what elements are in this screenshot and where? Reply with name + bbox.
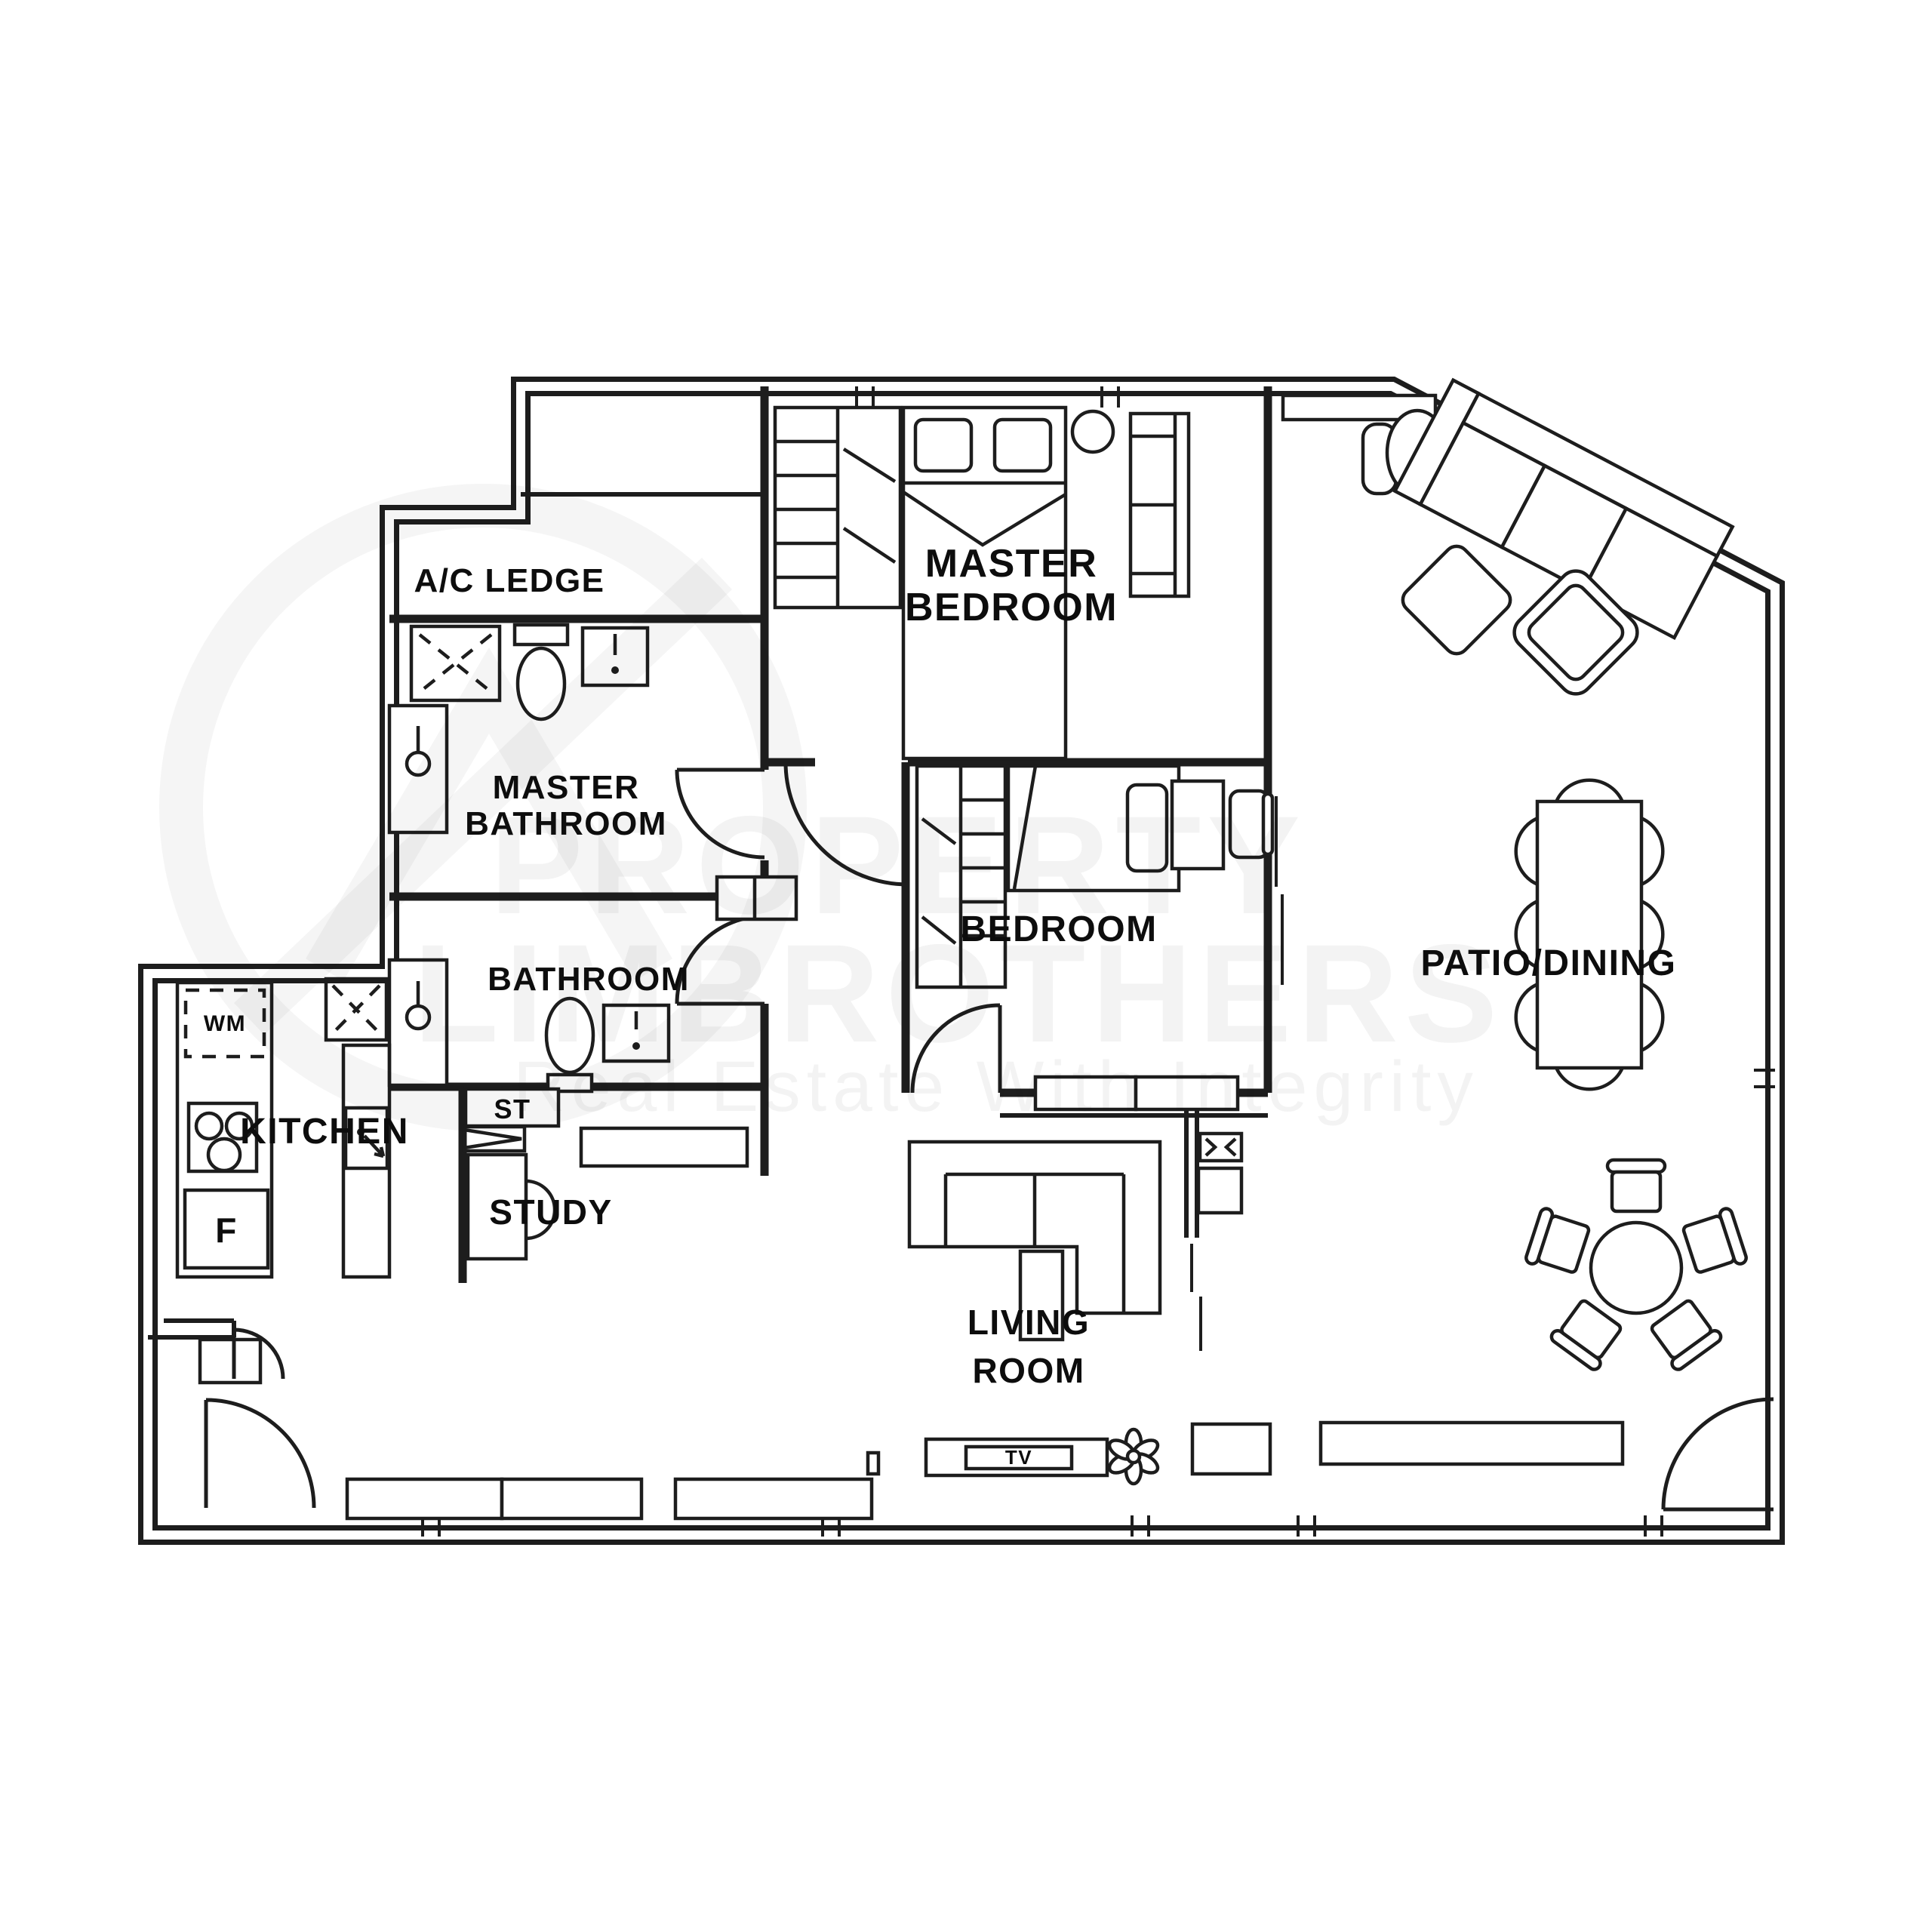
desk bbox=[1170, 779, 1226, 871]
ottoman bbox=[1401, 544, 1512, 656]
room-label-patio-dining: PATIO/DINING bbox=[1421, 943, 1677, 983]
dining-chairs-left bbox=[1514, 814, 1542, 1054]
watermark-logo-circle bbox=[159, 484, 807, 1131]
cabinet bbox=[1196, 1166, 1244, 1215]
tv-screen bbox=[964, 1444, 1074, 1471]
room-label-master-bedroom-1: MASTER bbox=[925, 542, 1098, 586]
study-desk bbox=[466, 1152, 528, 1261]
label-tv: TV bbox=[1005, 1446, 1032, 1469]
watermark-logo-peak bbox=[306, 647, 672, 981]
entry-step bbox=[198, 1337, 263, 1385]
basin bbox=[601, 1003, 671, 1063]
room-label-kitchen: KITCHEN bbox=[240, 1112, 409, 1152]
room-labels: A/C LEDGE MASTER BEDROOM MASTER BATHROOM… bbox=[204, 542, 1677, 1469]
counter bbox=[175, 980, 274, 1279]
counter bbox=[341, 1043, 392, 1279]
label-washing-machine: WM bbox=[204, 1011, 246, 1036]
sectional-sofa bbox=[1392, 377, 1735, 641]
room-label-living-2: ROOM bbox=[972, 1351, 1084, 1390]
bedroom-door bbox=[910, 1003, 1002, 1094]
door-swings bbox=[204, 761, 1774, 1512]
toilet-base bbox=[546, 1072, 594, 1094]
bedroom-furniture bbox=[915, 764, 1284, 1112]
shelf bbox=[579, 1126, 749, 1168]
shower-tray bbox=[409, 624, 502, 703]
plant bbox=[1107, 1427, 1160, 1486]
toilet bbox=[544, 996, 595, 1075]
dining-chair-bottom bbox=[1552, 1063, 1626, 1091]
sideboard bbox=[1318, 1420, 1625, 1466]
master-bedroom-furniture bbox=[773, 405, 1191, 761]
bathroom-fixtures bbox=[324, 958, 671, 1094]
kitchen-furniture bbox=[175, 980, 392, 1385]
room-label-bedroom: BEDROOM bbox=[960, 909, 1157, 949]
watermark: PROPERTY LIMBROTHERS Real Estate With In… bbox=[159, 484, 1504, 1131]
master-bathroom-fixtures bbox=[387, 623, 650, 835]
room-label-master-bathroom-2: BATHROOM bbox=[465, 805, 667, 842]
armchair bbox=[1512, 569, 1639, 696]
ac-unit bbox=[1198, 1131, 1244, 1163]
shoe-cabinet bbox=[345, 1477, 504, 1521]
toilet bbox=[515, 646, 567, 721]
master-bathroom-door bbox=[675, 768, 765, 860]
window-ticks bbox=[421, 386, 1775, 1537]
round-table-set bbox=[1524, 1158, 1748, 1371]
pillow bbox=[992, 417, 1053, 473]
dining-table bbox=[1535, 799, 1644, 1070]
entry-door-small bbox=[232, 1327, 285, 1380]
room-label-bathroom: BATHROOM bbox=[488, 961, 690, 998]
low-cabinet bbox=[1134, 1075, 1240, 1112]
label-fridge: F bbox=[215, 1211, 238, 1250]
dining-chairs-right bbox=[1637, 814, 1665, 1054]
study-furniture bbox=[462, 875, 798, 1261]
bedside-table bbox=[1070, 409, 1115, 454]
vanity bbox=[387, 958, 449, 1088]
dining-chair-top bbox=[1552, 778, 1626, 806]
dining-set bbox=[1514, 778, 1665, 1091]
kitchen-sink bbox=[343, 1106, 389, 1171]
room-label-ac-ledge: A/C LEDGE bbox=[414, 562, 605, 599]
shoe-cabinet bbox=[673, 1477, 874, 1521]
living-room-furniture bbox=[345, 1131, 1625, 1521]
pillow bbox=[913, 417, 974, 473]
fridge bbox=[183, 1188, 270, 1270]
hall-cabinet bbox=[715, 875, 798, 921]
watermark-brand-2: LIMBROTHERS bbox=[414, 916, 1504, 1072]
floor-trap bbox=[324, 977, 389, 1042]
patio-lounge-furniture bbox=[1281, 377, 1735, 696]
shoe-cabinet bbox=[500, 1477, 644, 1521]
pillow bbox=[1125, 783, 1169, 873]
room-label-storage: ST bbox=[494, 1094, 531, 1124]
coffee-table bbox=[1018, 1249, 1065, 1342]
watermark-brand-1: PROPERTY bbox=[490, 788, 1306, 943]
room-label-master-bathroom-1: MASTER bbox=[493, 769, 640, 806]
master-bedroom-door bbox=[783, 761, 910, 887]
round-table bbox=[1589, 1220, 1684, 1315]
toilet-tank bbox=[512, 623, 570, 647]
patio-door bbox=[1661, 1397, 1774, 1512]
bench bbox=[1190, 1422, 1272, 1476]
entry-door-main bbox=[204, 1398, 316, 1509]
watermark-logo-swoosh bbox=[234, 557, 732, 1035]
watermark-tagline: Real Estate With Integrity bbox=[513, 1047, 1479, 1127]
study-chair bbox=[525, 1179, 557, 1241]
folding-door bbox=[462, 1124, 527, 1153]
room-label-living-1: LIVING bbox=[968, 1303, 1090, 1342]
room-label-study: STUDY bbox=[489, 1192, 612, 1232]
room-label-master-bedroom-2: BEDROOM bbox=[905, 586, 1118, 629]
